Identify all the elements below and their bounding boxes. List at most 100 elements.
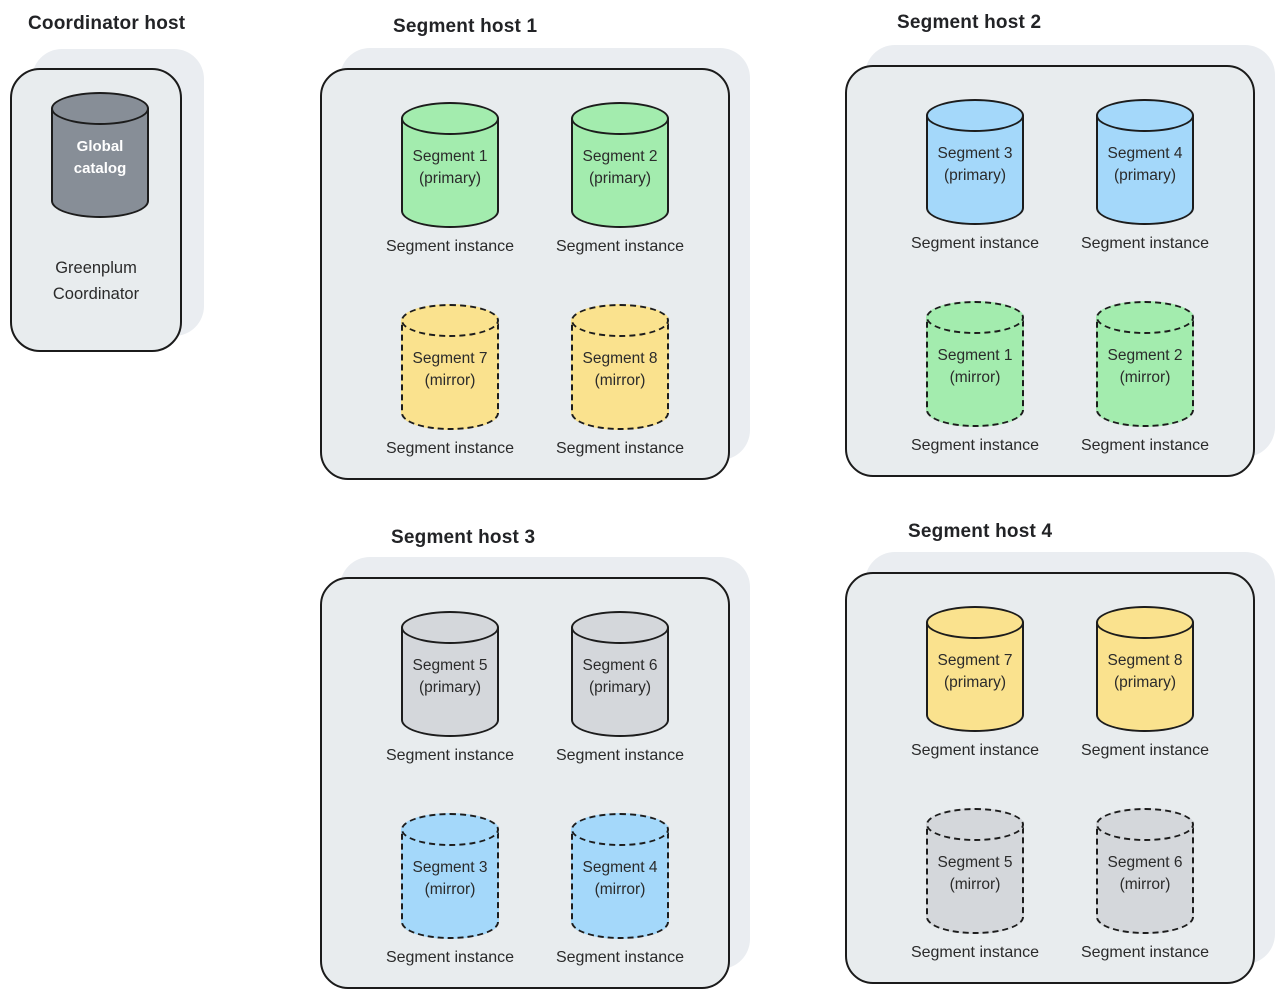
segment-5-primary-cell: Segment 5 (primary) Segment instance [365, 611, 535, 765]
segment-label: Segment 3 (mirror) [412, 859, 488, 899]
segment-2-mirror-cylinder: Segment 2 (mirror) [1096, 301, 1194, 427]
segment-host-1-title: Segment host 1 [393, 16, 538, 37]
segment-2-primary-cylinder: Segment 2 (primary) [571, 102, 669, 228]
segment-4-mirror-cell: Segment 4 (mirror) Segment instance [535, 813, 705, 967]
segment-host-4-box: Segment 7 (primary) Segment instance Seg… [845, 572, 1255, 984]
segment-instance-caption: Segment instance [1080, 437, 1210, 454]
segment-label: Segment 7 (primary) [937, 652, 1013, 692]
cylinder-top [571, 611, 669, 644]
segment-3-primary-cylinder: Segment 3 (primary) [926, 99, 1024, 225]
cylinder-body [51, 108, 149, 218]
cylinder-top [571, 102, 669, 135]
segment-4-mirror-cylinder: Segment 4 (mirror) [571, 813, 669, 939]
segment-7-primary-cylinder: Segment 7 (primary) [926, 606, 1024, 732]
cylinder-body [1096, 622, 1194, 732]
segment-instance-caption: Segment instance [555, 238, 685, 255]
cylinder-body [571, 320, 669, 430]
segment-label: Segment 7 (mirror) [412, 350, 488, 390]
segment-6-mirror-cylinder: Segment 6 (mirror) [1096, 808, 1194, 934]
segment-instance-caption: Segment instance [555, 747, 685, 764]
segment-1-mirror-cylinder: Segment 1 (mirror) [926, 301, 1024, 427]
cylinder-body [401, 320, 499, 430]
cylinder-body [401, 118, 499, 228]
cylinder-top [401, 102, 499, 135]
global-catalog-label: Global catalog [73, 138, 127, 177]
segment-instance-caption: Segment instance [1080, 235, 1210, 252]
coordinator-caption: Greenplum Coordinator [52, 259, 140, 303]
segment-instance-caption: Segment instance [1080, 742, 1210, 759]
cylinder-top [401, 813, 499, 846]
cylinder-body [926, 317, 1024, 427]
segment-label: Segment 5 (mirror) [937, 854, 1013, 894]
segment-instance-caption: Segment instance [910, 944, 1040, 961]
segment-label: Segment 1 (mirror) [937, 347, 1013, 387]
segment-7-mirror-cell: Segment 7 (mirror) Segment instance [365, 304, 535, 458]
segment-4-primary-cylinder: Segment 4 (primary) [1096, 99, 1194, 225]
segment-8-primary-cell: Segment 8 (primary) Segment instance [1060, 606, 1230, 760]
cylinder-top [401, 304, 499, 337]
cylinder-body [926, 622, 1024, 732]
segment-label: Segment 4 (primary) [1107, 145, 1183, 185]
segment-host-2-box: Segment 3 (primary) Segment instance Seg… [845, 65, 1255, 477]
cylinder-top [926, 99, 1024, 132]
segment-1-primary-cylinder: Segment 1 (primary) [401, 102, 499, 228]
cylinder-top [926, 808, 1024, 841]
segment-instance-caption: Segment instance [555, 949, 685, 966]
cylinder-top [1096, 606, 1194, 639]
segment-1-mirror-cell: Segment 1 (mirror) Segment instance [890, 301, 1060, 455]
coordinator-box: Global catalog Greenplum Coordinator [10, 68, 182, 352]
cylinder-top [1096, 99, 1194, 132]
segment-instance-caption: Segment instance [385, 440, 515, 457]
segment-3-mirror-cylinder: Segment 3 (mirror) [401, 813, 499, 939]
segment-instance-caption: Segment instance [910, 437, 1040, 454]
cylinder-body [1096, 115, 1194, 225]
segment-5-mirror-cell: Segment 5 (mirror) Segment instance [890, 808, 1060, 962]
segment-7-mirror-cylinder: Segment 7 (mirror) [401, 304, 499, 430]
cylinder-body [926, 824, 1024, 934]
segment-5-primary-cylinder: Segment 5 (primary) [401, 611, 499, 737]
segment-6-primary-cylinder: Segment 6 (primary) [571, 611, 669, 737]
cylinder-top [926, 606, 1024, 639]
segment-label: Segment 5 (primary) [412, 657, 488, 697]
segment-instance-caption: Segment instance [910, 742, 1040, 759]
cylinder-top [571, 304, 669, 337]
coordinator-host-title: Coordinator host [28, 13, 186, 34]
segment-instance-caption: Segment instance [555, 440, 685, 457]
cylinder-top [1096, 808, 1194, 841]
segment-host-1-box: Segment 1 (primary) Segment instance Seg… [320, 68, 730, 480]
segment-instance-caption: Segment instance [385, 238, 515, 255]
segment-8-primary-cylinder: Segment 8 (primary) [1096, 606, 1194, 732]
segment-instance-caption: Segment instance [385, 949, 515, 966]
segment-label: Segment 6 (mirror) [1107, 854, 1183, 894]
cylinder-top [401, 611, 499, 644]
cylinder-body [401, 829, 499, 939]
segment-label: Segment 4 (mirror) [582, 859, 658, 899]
segment-8-mirror-cylinder: Segment 8 (mirror) [571, 304, 669, 430]
cylinder-top [571, 813, 669, 846]
segment-host-3-box: Segment 5 (primary) Segment instance Seg… [320, 577, 730, 989]
segment-label: Segment 3 (primary) [937, 145, 1013, 185]
segment-6-primary-cell: Segment 6 (primary) Segment instance [535, 611, 705, 765]
cylinder-body [571, 118, 669, 228]
segment-instance-caption: Segment instance [385, 747, 515, 764]
segment-label: Segment 1 (primary) [412, 148, 488, 188]
segment-1-primary-cell: Segment 1 (primary) Segment instance [365, 102, 535, 256]
segment-2-primary-cell: Segment 2 (primary) Segment instance [535, 102, 705, 256]
segment-label: Segment 6 (primary) [582, 657, 658, 697]
segment-2-mirror-cell: Segment 2 (mirror) Segment instance [1060, 301, 1230, 455]
segment-instance-caption: Segment instance [1080, 944, 1210, 961]
segment-3-primary-cell: Segment 3 (primary) Segment instance [890, 99, 1060, 253]
segment-8-mirror-cell: Segment 8 (mirror) Segment instance [535, 304, 705, 458]
cylinder-top [51, 92, 149, 125]
segment-label: Segment 2 (mirror) [1107, 347, 1183, 387]
segment-7-primary-cell: Segment 7 (primary) Segment instance [890, 606, 1060, 760]
segment-3-mirror-cell: Segment 3 (mirror) Segment instance [365, 813, 535, 967]
segment-4-primary-cell: Segment 4 (primary) Segment instance [1060, 99, 1230, 253]
cylinder-top [1096, 301, 1194, 334]
segment-5-mirror-cylinder: Segment 5 (mirror) [926, 808, 1024, 934]
global-catalog-cylinder: Global catalog [51, 92, 149, 218]
segment-host-3-title: Segment host 3 [391, 527, 536, 548]
cylinder-body [571, 829, 669, 939]
segment-label: Segment 2 (primary) [582, 148, 658, 188]
